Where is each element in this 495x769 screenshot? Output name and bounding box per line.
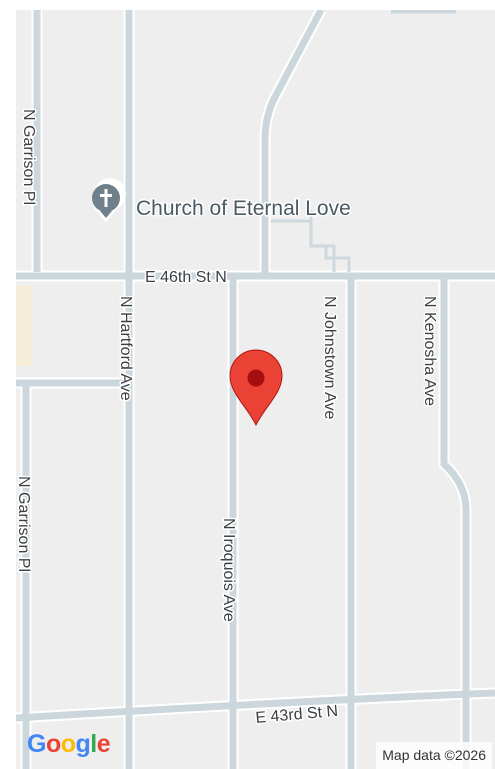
map-layer: N Garrison Pl N Hartford Ave E 46th St N…	[16, 10, 495, 769]
church-cross-icon	[92, 178, 126, 222]
poi-label: Church of Eternal Love	[136, 197, 351, 220]
google-logo-letter: G	[27, 730, 46, 758]
land-patch	[16, 286, 32, 366]
google-logo-letter: o	[60, 730, 76, 758]
street-label-n-garrison-pl-top: N Garrison Pl	[20, 109, 37, 205]
google-logo[interactable]: Google	[27, 730, 111, 758]
google-logo-letter: e	[96, 730, 111, 758]
map-attribution[interactable]: Map data ©2026	[376, 742, 492, 769]
map-pin-icon[interactable]	[229, 349, 283, 427]
map-canvas[interactable]: N Garrison Pl N Hartford Ave E 46th St N…	[16, 10, 495, 769]
google-logo-letter: l	[90, 730, 97, 758]
street-label-n-iroquois-ave: N Iroquois Ave	[220, 518, 237, 622]
street-label-e-46th-st-n: E 46th St N	[145, 269, 227, 286]
street-label-n-garrison-pl-bottom: N Garrison Pl	[16, 476, 32, 572]
road-network	[16, 10, 495, 769]
google-logo-letter: o	[45, 730, 61, 758]
street-label-n-johnstown-ave: N Johnstown Ave	[321, 296, 338, 419]
google-logo-letter: g	[75, 730, 91, 758]
poi-church[interactable]: Church of Eternal Love	[92, 178, 352, 222]
street-label-n-kenosha-ave: N Kenosha Ave	[421, 296, 438, 406]
street-label-n-hartford-ave: N Hartford Ave	[117, 296, 134, 401]
